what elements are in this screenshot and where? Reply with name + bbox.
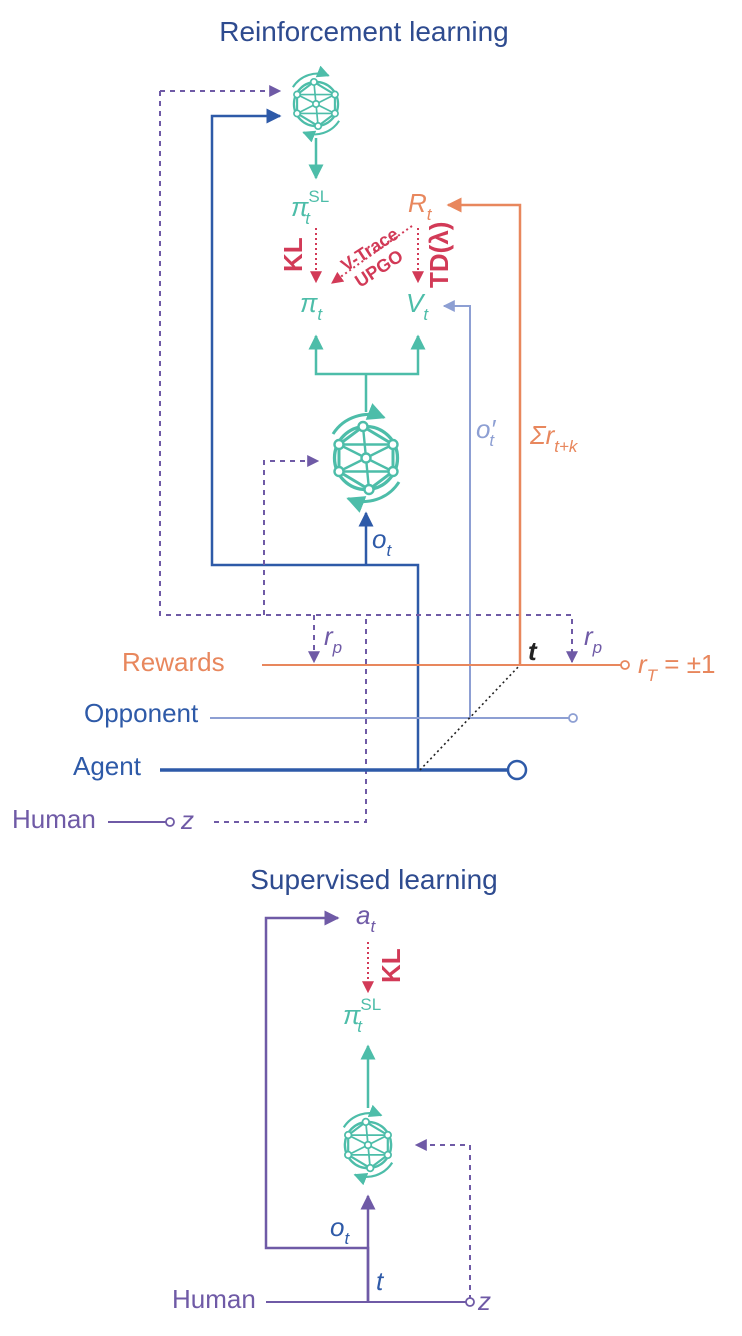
sl-title: Supervised learning xyxy=(250,864,498,895)
sl-t-label: t xyxy=(376,1266,385,1296)
o-t-label: ot xyxy=(372,524,392,560)
human-label: Human xyxy=(12,804,96,834)
r-return-label: Rt xyxy=(408,188,433,224)
rewards-end-marker xyxy=(620,660,630,670)
agent-label: Agent xyxy=(73,751,142,781)
o-prime-label: o′t xyxy=(476,414,496,450)
opponent-end-marker xyxy=(568,713,578,723)
time-step-diagonal xyxy=(419,664,521,771)
rl-title: Reinforcement learning xyxy=(219,16,509,47)
sl-human-loop xyxy=(264,910,370,1302)
agent-feedback-loop xyxy=(210,108,420,770)
z-dashed-to-middle-icon xyxy=(263,455,320,615)
rp-label-right: rp xyxy=(584,621,602,657)
z-label: z xyxy=(180,805,194,835)
sl-a-label: at xyxy=(356,900,376,936)
sl-z-label: z xyxy=(477,1286,491,1316)
middle-network-icon xyxy=(333,415,399,502)
agent-end-marker xyxy=(506,759,528,781)
sl-network-icon xyxy=(344,1113,392,1177)
sl-o-t-label: ot xyxy=(330,1212,350,1248)
top-network-icon xyxy=(293,74,339,135)
opponent-label: Opponent xyxy=(84,698,199,728)
sl-z-dashed xyxy=(414,1139,471,1300)
rt-label: rT = ±1 xyxy=(638,649,715,685)
v-label: Vt xyxy=(406,288,429,324)
z-dashed-from-human xyxy=(214,615,367,823)
sl-human-end-marker xyxy=(465,1297,475,1307)
fork-to-pi-and-v xyxy=(314,336,420,412)
z-dashed-frame xyxy=(159,91,573,660)
human-end-marker xyxy=(165,817,175,827)
t-label: t xyxy=(528,636,538,666)
opponent-observation-line xyxy=(442,300,471,718)
vtrace-arrow xyxy=(331,225,413,284)
sl-kl-label: KL xyxy=(376,948,406,983)
sl-human-label: Human xyxy=(172,1284,256,1314)
sum-r-label: Σrt+k xyxy=(529,420,579,456)
reward-return-line xyxy=(446,197,522,665)
rp-label-left: rp xyxy=(324,621,342,657)
rewards-label: Rewards xyxy=(122,647,225,677)
kl-label: KL xyxy=(278,237,308,272)
pi-label: πt xyxy=(300,288,323,324)
td-label: TD(λ) xyxy=(424,222,454,288)
